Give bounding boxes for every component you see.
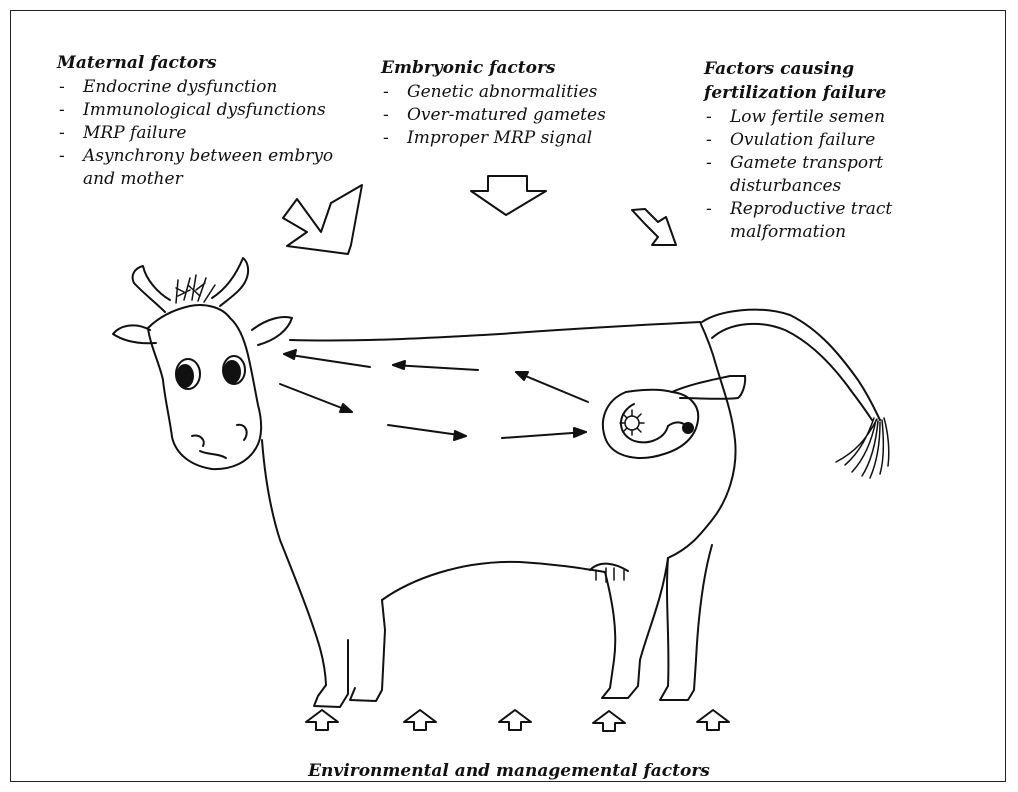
signal-arrow [284, 350, 296, 359]
signal-arrow [284, 354, 370, 367]
signal-arrows [280, 350, 588, 440]
up-arrow [697, 710, 729, 730]
list-item: Low fertile semen [704, 106, 954, 129]
list-item: Ovulation failure [704, 129, 954, 152]
signal-arrow [393, 365, 478, 370]
embryonic-title: Embryonic factors [381, 57, 681, 80]
list-item: Endocrine dysfunction [57, 76, 357, 99]
up-arrow [404, 710, 436, 730]
fertilization-arrow [632, 209, 676, 245]
up-arrow [306, 710, 338, 730]
embryonic-factors: Embryonic factors Genetic abnormalities … [381, 57, 681, 150]
cow-tail [702, 310, 889, 478]
list-item: Over-matured gametes [381, 104, 681, 127]
embryonic-arrow [471, 176, 546, 215]
signal-arrow [393, 361, 405, 369]
cow-body [262, 322, 736, 707]
up-arrow [593, 711, 625, 731]
list-item: Asynchrony between embryo and mother [57, 145, 357, 191]
list-item: Improper MRP signal [381, 127, 681, 150]
list-item: Reproductive tract malformation [704, 198, 954, 244]
maternal-arrow [283, 185, 362, 254]
fertilization-list: Low fertile semen Ovulation failure Game… [704, 106, 954, 244]
signal-arrow [516, 372, 528, 380]
maternal-title: Maternal factors [57, 52, 357, 75]
signal-arrow [454, 431, 466, 440]
embryonic-list: Genetic abnormalities Over-matured gamet… [381, 81, 681, 150]
maternal-list: Endocrine dysfunction Immunological dysf… [57, 76, 357, 191]
list-item: MRP failure [57, 122, 357, 145]
maternal-factors: Maternal factors Endocrine dysfunction I… [57, 52, 357, 191]
environment-label: Environmental and managemental factors [0, 761, 1018, 781]
environment-arrows [306, 710, 729, 731]
cow-head [113, 258, 292, 469]
list-item: Gamete transport disturbances [704, 152, 954, 198]
signal-arrow [340, 404, 352, 412]
signal-arrow [574, 428, 586, 437]
fertilization-title: Factors causing fertilization failure [704, 57, 954, 105]
fertilization-factors: Factors causing fertilization failure Lo… [704, 57, 954, 244]
list-item: Genetic abnormalities [381, 81, 681, 104]
up-arrow [499, 710, 531, 730]
list-item: Immunological dysfunctions [57, 99, 357, 122]
